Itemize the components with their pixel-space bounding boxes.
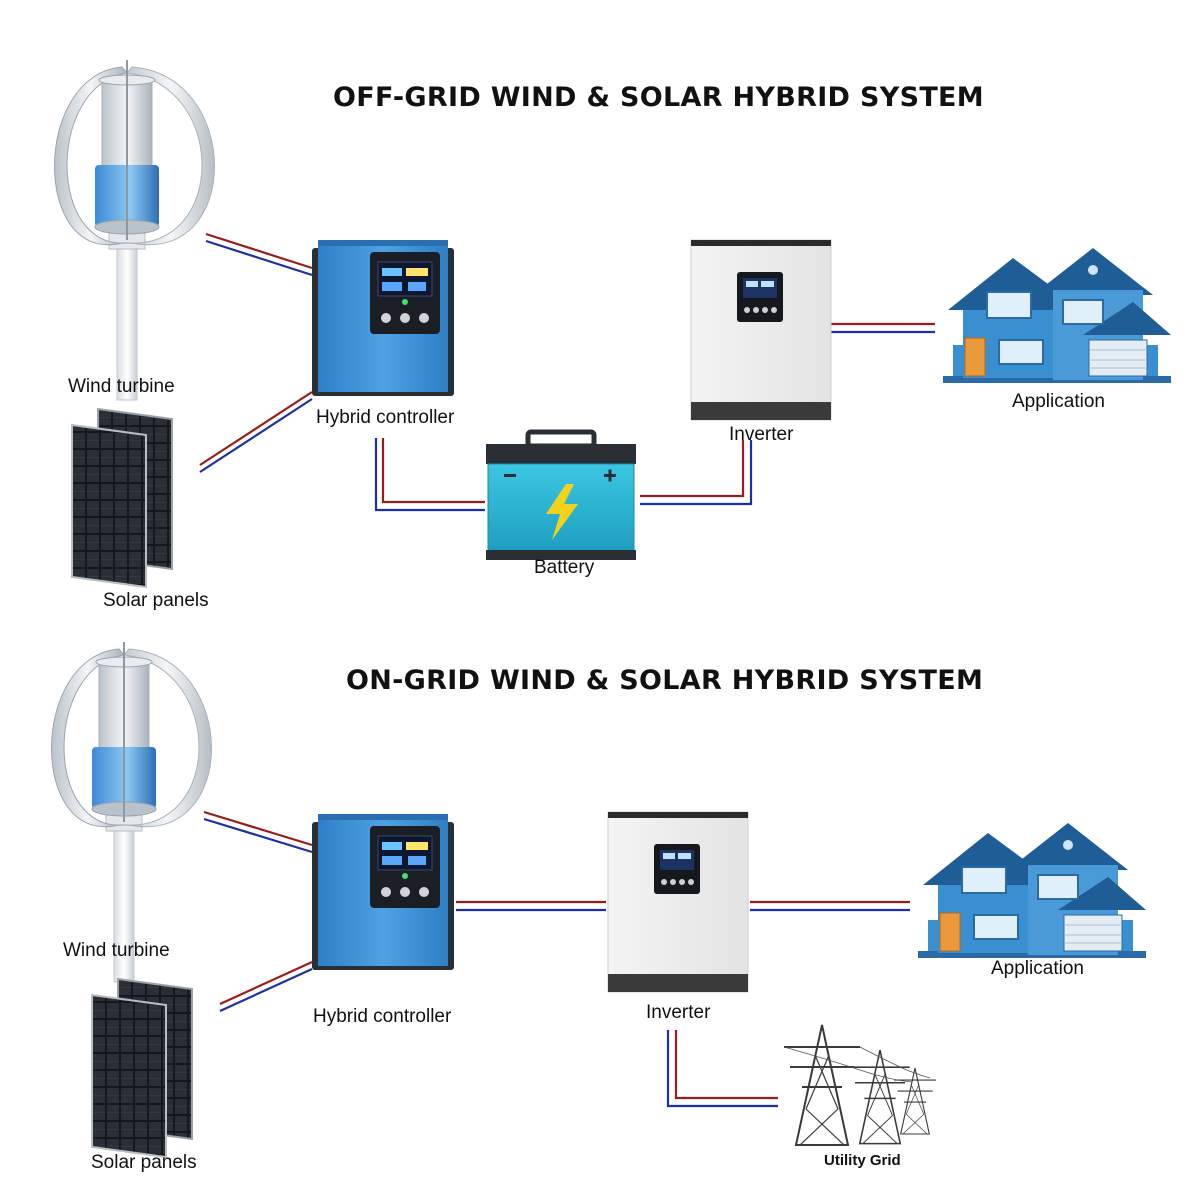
off-grid-title: OFF-GRID WIND & SOLAR HYBRID SYSTEM (333, 82, 984, 113)
application-label: Application (991, 958, 1084, 979)
solar-panels-label: Solar panels (91, 1152, 197, 1173)
solar-panels-label: Solar panels (103, 590, 209, 611)
wind-turbine-icon (53, 59, 216, 401)
battery-icon (486, 432, 636, 560)
wind-turbine-label: Wind turbine (68, 376, 175, 397)
house-icon (917, 822, 1147, 959)
utility-grid-label: Utility Grid (824, 1152, 901, 1169)
solar-panels-icon (71, 408, 173, 588)
house-icon (942, 247, 1172, 384)
application-label: Application (1012, 391, 1105, 412)
solar-panels-icon (91, 978, 193, 1158)
wind-turbine-icon (50, 641, 213, 983)
wind-turbine-label: Wind turbine (63, 940, 170, 961)
inverter-icon (690, 239, 832, 421)
inverter-label: Inverter (646, 1002, 711, 1023)
on-grid-title: ON-GRID WIND & SOLAR HYBRID SYSTEM (346, 665, 984, 696)
off-grid-wires (199, 232, 935, 512)
hybrid-controller-icon (311, 813, 455, 971)
hybrid-controller-icon (311, 239, 455, 397)
on-grid-section (50, 641, 1147, 1158)
hybrid-controller-label: Hybrid controller (316, 407, 455, 428)
inverter-label: Inverter (729, 424, 794, 445)
hybrid-controller-label: Hybrid controller (313, 1006, 452, 1027)
off-grid-section (53, 59, 1172, 588)
utility-grid-icon (783, 1024, 937, 1146)
on-grid-wires (203, 810, 910, 1108)
battery-label: Battery (534, 557, 595, 578)
inverter-icon (607, 811, 749, 993)
